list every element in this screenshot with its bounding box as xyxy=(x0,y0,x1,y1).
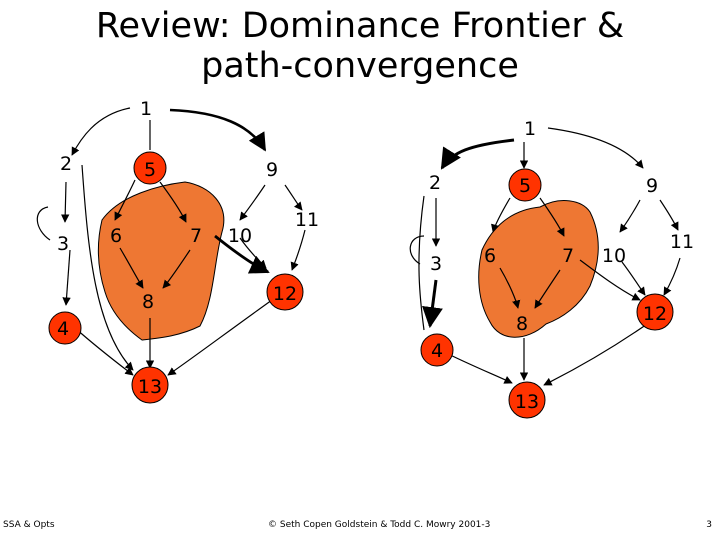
right-node-12: 12 xyxy=(643,303,667,325)
right-node-4-highlight xyxy=(420,333,454,367)
right-node-4: 4 xyxy=(431,340,443,362)
left-dominance-region xyxy=(97,181,225,341)
left-node-7: 7 xyxy=(190,225,202,247)
left-node-11: 11 xyxy=(295,209,319,231)
left-graph-edges xyxy=(36,107,306,376)
left-node-9: 9 xyxy=(266,159,278,181)
right-node-9: 9 xyxy=(646,175,658,197)
footer-copyright: © Seth Copen Goldstein & Todd C. Mowry 2… xyxy=(268,520,491,530)
left-node-8: 8 xyxy=(142,291,154,313)
left-node-12: 12 xyxy=(273,283,297,305)
left-node-13-highlight xyxy=(131,366,169,404)
right-node-1: 1 xyxy=(524,118,536,140)
right-node-10: 10 xyxy=(602,245,626,267)
footer-page-number: 3 xyxy=(706,520,712,530)
right-node-12-highlight xyxy=(636,293,674,331)
right-node-6: 6 xyxy=(484,245,496,267)
right-dominance-region xyxy=(478,200,599,338)
right-node-13: 13 xyxy=(515,391,539,413)
right-node-3: 3 xyxy=(430,253,442,275)
left-node-12-highlight xyxy=(266,273,304,311)
right-graph-edges xyxy=(409,127,681,386)
left-node-5: 5 xyxy=(144,159,156,181)
slide-title: Review: Dominance Frontier & path-conver… xyxy=(95,6,625,86)
right-node-8: 8 xyxy=(516,313,528,335)
right-node-7: 7 xyxy=(562,245,574,267)
footer-course: SSA & Opts xyxy=(3,520,55,530)
left-node-2: 2 xyxy=(60,153,72,175)
right-node-5-highlight xyxy=(508,168,542,202)
left-node-3: 3 xyxy=(57,233,69,255)
right-node-2: 2 xyxy=(429,172,441,194)
left-node-5-highlight xyxy=(133,151,167,185)
left-node-6: 6 xyxy=(110,225,122,247)
left-node-13: 13 xyxy=(138,376,162,398)
left-node-4-highlight xyxy=(48,311,82,345)
left-node-4: 4 xyxy=(57,318,69,340)
left-node-1: 1 xyxy=(140,98,152,120)
right-node-11: 11 xyxy=(670,231,694,253)
right-node-5: 5 xyxy=(519,175,531,197)
right-node-13-highlight xyxy=(508,381,546,419)
right-graph-nodes: 1 2 3 4 5 6 7 8 9 10 11 12 13 xyxy=(420,118,694,419)
left-node-10: 10 xyxy=(228,225,252,247)
left-graph-nodes: 1 2 3 4 5 6 7 8 9 10 11 12 13 xyxy=(48,98,319,404)
